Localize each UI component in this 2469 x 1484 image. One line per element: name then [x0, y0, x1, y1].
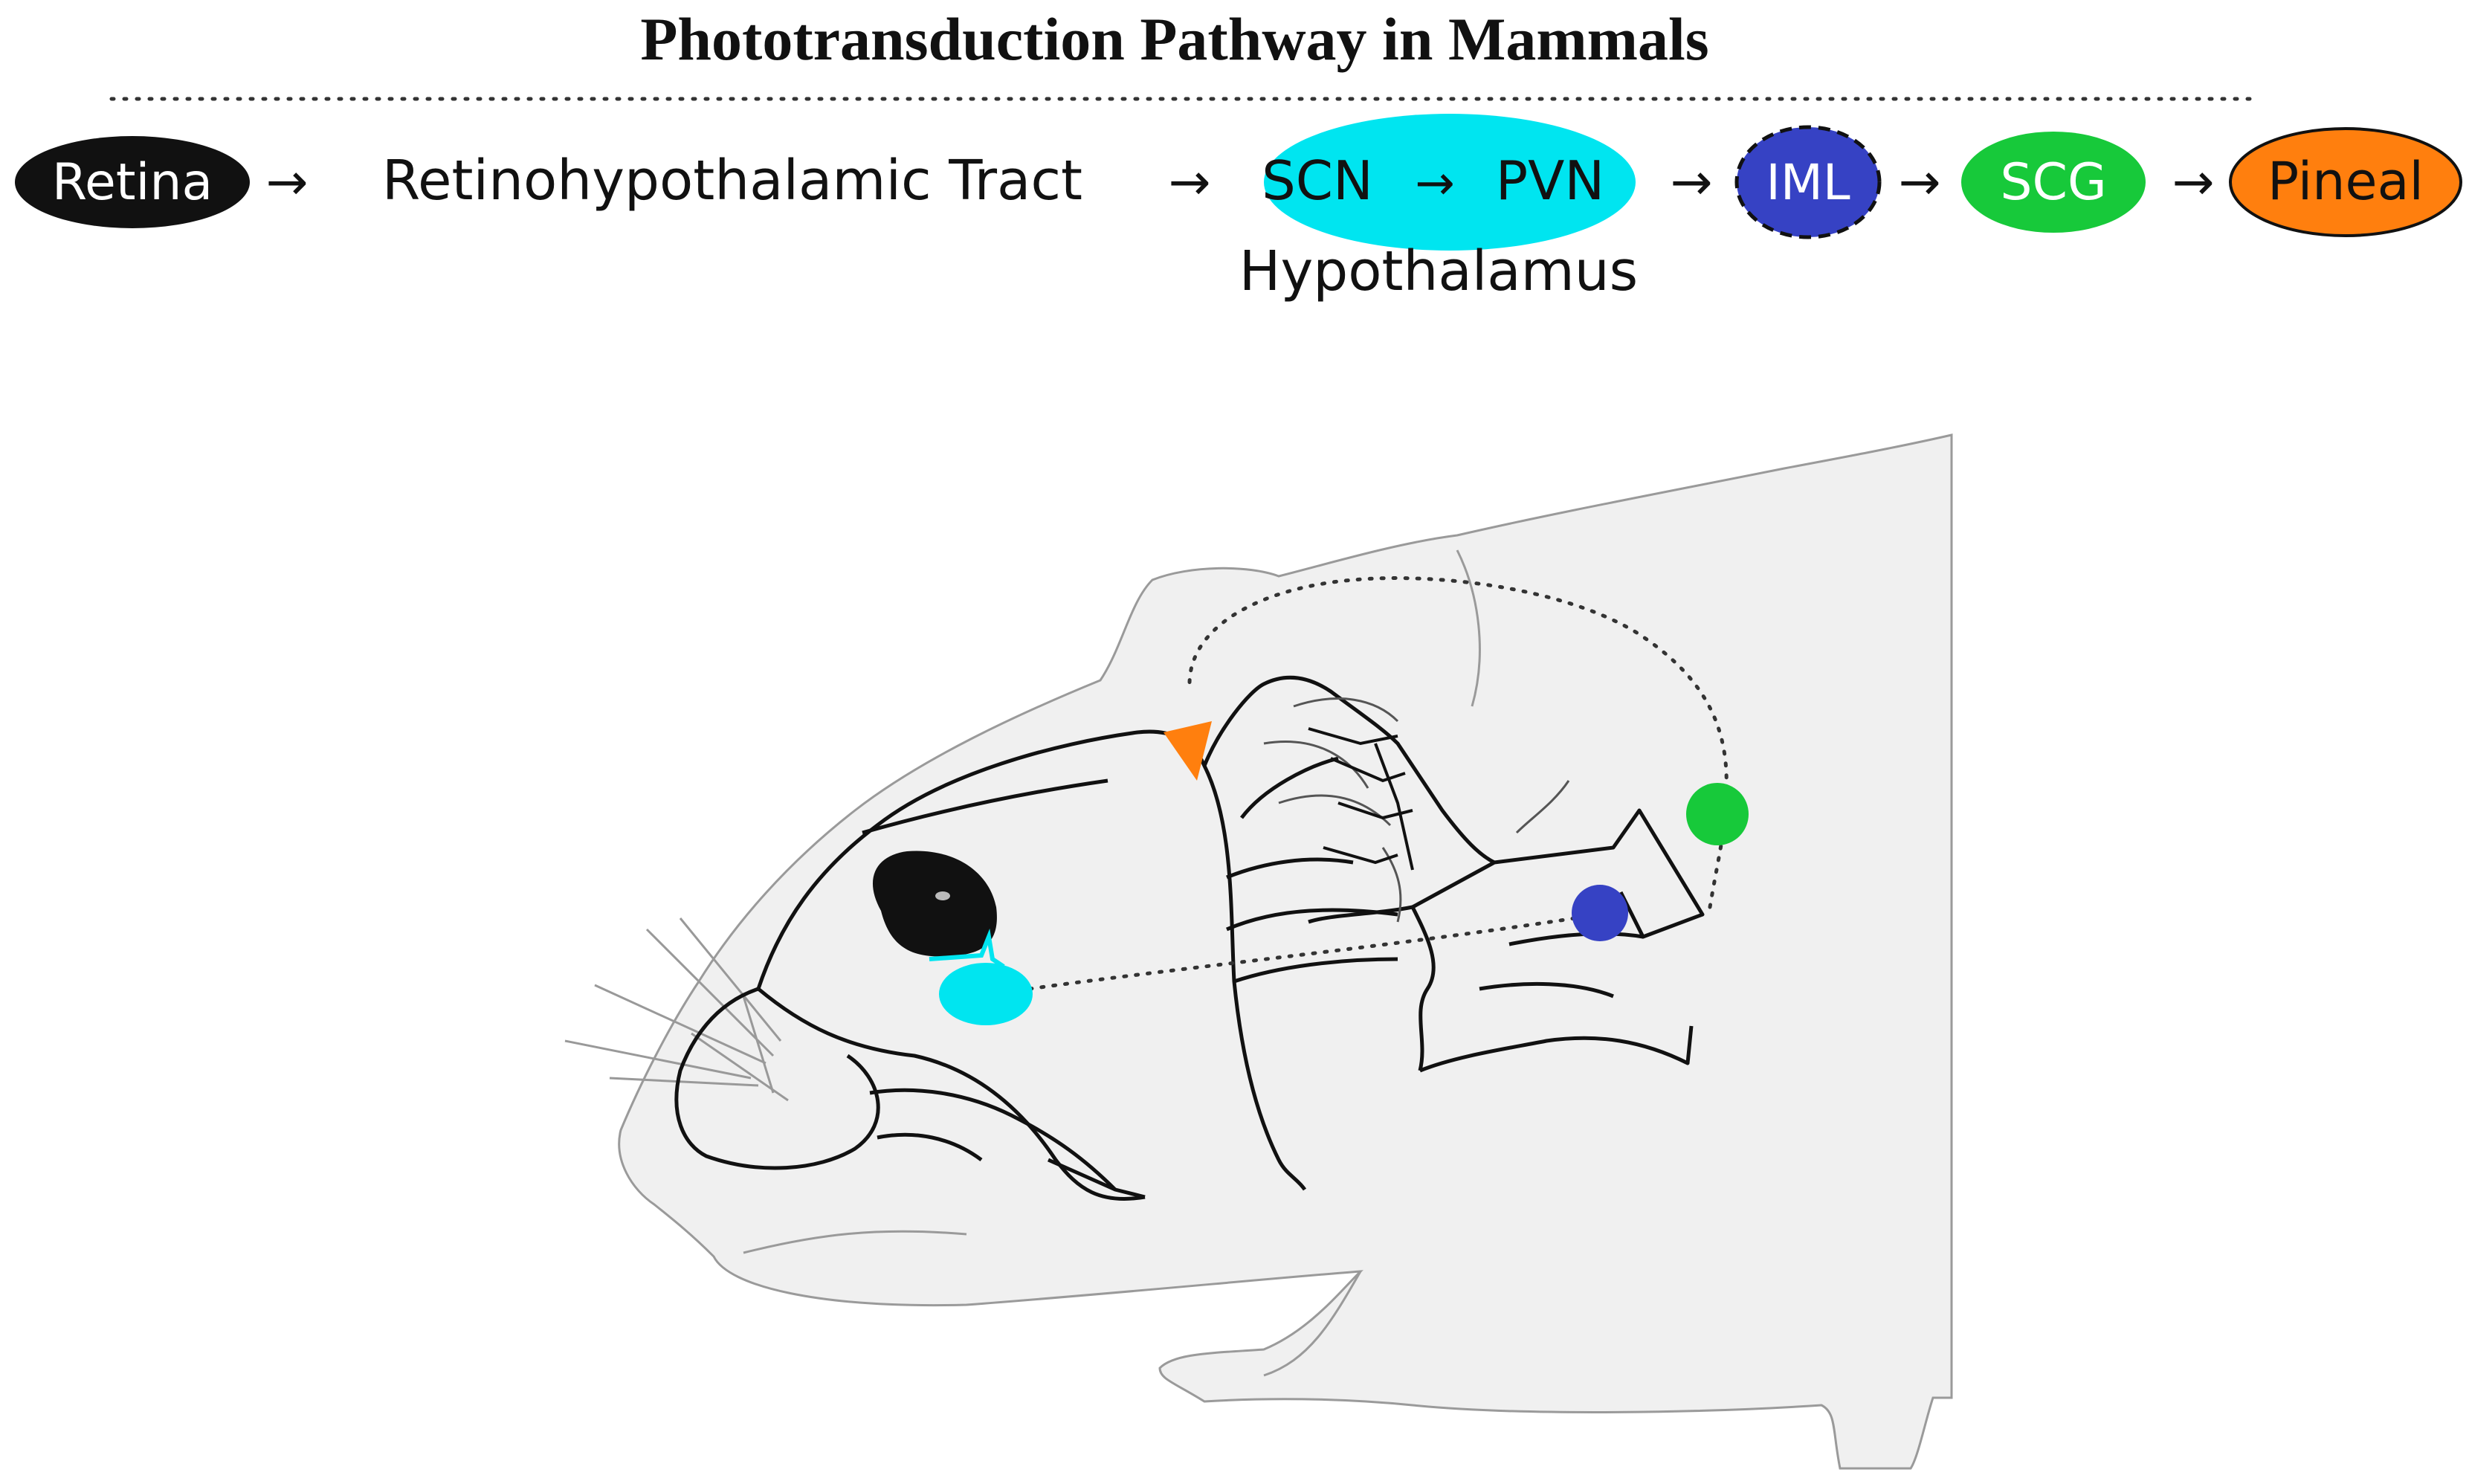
scn-marker-tail [929, 928, 1005, 969]
neural-pathway-lower [1027, 912, 1601, 991]
scn-pvn-arrow: → [1415, 156, 1455, 211]
figure-title: Phototransduction Pathway in Mammals [640, 5, 1708, 73]
scg-marker [1686, 783, 1749, 845]
pathway-row: Retina → Retinohypothalamic Tract → SCN … [15, 114, 2462, 303]
arrow-2: → [1169, 153, 1211, 212]
brain-folds [1263, 697, 1570, 923]
iml-label: IML [1766, 154, 1850, 211]
retina-node [15, 136, 250, 228]
arrow-3: → [1671, 153, 1713, 212]
pineal-label: Pineal [2268, 151, 2424, 212]
arrow-1: → [266, 153, 309, 212]
scn-pvn-node [1264, 114, 1636, 251]
rodent-illustration [564, 433, 1953, 1470]
pineal-marker [1164, 721, 1212, 781]
cerebellar-foliation [1308, 727, 1414, 871]
neck-contour [1456, 549, 1481, 707]
eye-highlight [935, 891, 950, 900]
iml-marker [1572, 885, 1628, 941]
arrow-5: → [2172, 153, 2215, 212]
hypothalamus-label: Hypothalamus [1239, 239, 1638, 303]
pvn-label: PVN [1496, 149, 1605, 212]
tract-label: Retinohypothalamic Tract [382, 149, 1082, 213]
whiskers [564, 917, 789, 1102]
iml-node [1734, 125, 1882, 239]
forelimb [1263, 1271, 1362, 1377]
jaw-line [743, 1230, 967, 1254]
arrow-4: → [1899, 153, 1941, 212]
scg-node [1961, 132, 2146, 233]
retina-eye [872, 851, 997, 957]
scn-marker [939, 963, 1033, 1025]
pineal-node [2229, 127, 2462, 237]
retina-label: Retina [52, 153, 213, 212]
rodent-body [618, 433, 1953, 1470]
scn-label: SCN [1262, 149, 1373, 212]
scg-label: SCG [2000, 153, 2106, 212]
